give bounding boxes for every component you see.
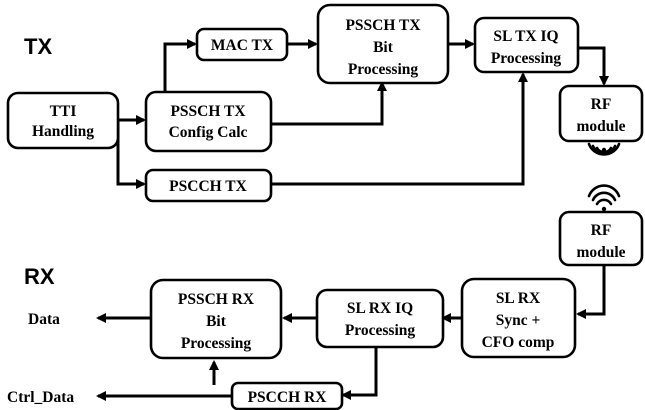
block-sl-tx-iq: SL TX IQ Processing — [473, 16, 580, 74]
sl-tx-iq-line2: Processing — [491, 50, 562, 67]
sl-rx-sync-line2: Sync + — [496, 312, 541, 329]
block-tti-handling: TTI Handling — [6, 91, 120, 150]
rf-rx-line2: module — [576, 244, 625, 261]
pscch-rx-label: PSCCH RX — [248, 389, 328, 406]
block-pssch-rx-bit: PSSCH RX Bit Processing — [149, 278, 283, 360]
block-rf-module-rx: RF module — [558, 210, 644, 267]
pssch-tx-bit-line1: PSSCH TX — [345, 17, 421, 34]
rf-rx-line1: RF — [591, 222, 612, 239]
block-rf-module-tx: RF module — [558, 84, 644, 143]
pssch-config-line1: PSSCH TX — [170, 103, 246, 120]
tti-line2: Handling — [32, 123, 94, 140]
pssch-tx-bit-line3: Processing — [348, 61, 419, 78]
mac-tx-label: MAC TX — [211, 37, 274, 54]
block-pscch-rx: PSCCH RX — [230, 381, 344, 410]
block-pscch-tx: PSCCH TX — [144, 168, 273, 203]
output-data-label: Data — [28, 311, 60, 328]
wireless-signal-up-icon — [587, 184, 621, 212]
wireless-signal-down-icon — [587, 142, 621, 156]
pscch-tx-label: PSCCH TX — [169, 178, 247, 195]
pssch-config-line2: Config Calc — [169, 124, 248, 141]
block-sl-rx-sync: SL RX Sync + CFO comp — [460, 277, 577, 359]
pssch-rx-bit-line2: Bit — [206, 313, 227, 330]
pssch-tx-bit-line2: Bit — [373, 39, 394, 56]
sl-rx-sync-line1: SL RX — [496, 290, 541, 307]
rx-section-label: RX — [24, 264, 55, 289]
pssch-rx-bit-line3: Processing — [181, 335, 252, 352]
output-ctrl-data-label: Ctrl_Data — [7, 389, 74, 406]
block-pssch-tx-bit: PSSCH TX Bit Processing — [316, 3, 450, 85]
block-sl-rx-iq: SL RX IQ Processing — [315, 288, 445, 349]
sl-rx-iq-line1: SL RX IQ — [347, 300, 413, 317]
sl-rx-iq-line2: Processing — [345, 322, 416, 339]
pssch-rx-bit-line1: PSSCH RX — [178, 291, 255, 308]
rf-tx-line2: module — [576, 118, 625, 135]
tx-section-label: TX — [24, 34, 52, 59]
rf-tx-line1: RF — [591, 96, 612, 113]
sl-rx-sync-line3: CFO comp — [482, 334, 555, 351]
block-mac-tx: MAC TX — [195, 27, 289, 62]
sl-tx-iq-line1: SL TX IQ — [493, 28, 558, 45]
block-pssch-tx-config: PSSCH TX Config Calc — [144, 90, 273, 153]
connectors — [96, 39, 609, 401]
tti-line1: TTI — [50, 103, 77, 120]
